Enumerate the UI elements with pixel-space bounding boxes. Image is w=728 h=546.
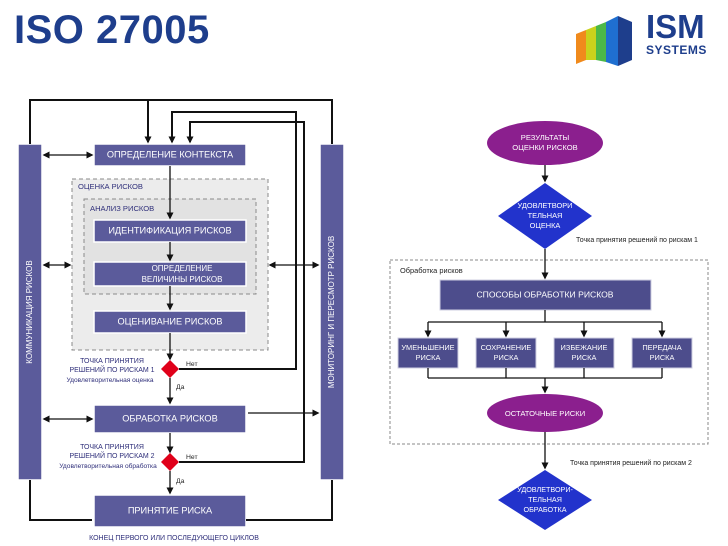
- sat-treatment-label-1: УДОВЛЕТВОРИ-: [517, 485, 573, 494]
- decision-1-label-3: Удовлетворительная оценка: [66, 377, 153, 384]
- treatment-methods-box: [439, 279, 652, 311]
- left-diagram: ОЦЕНКА РИСКОВ АНАЛИЗ РИСКОВ КОММУНИКАЦИЯ…: [17, 99, 345, 542]
- option-reduction-label-2: РИСКА: [416, 353, 441, 362]
- residual-risks-label: ОСТАТОЧНЫЕ РИСКИ: [505, 409, 585, 418]
- risk-acceptance-box: [93, 494, 247, 528]
- decision-1-yes-label: Да: [176, 384, 185, 391]
- logo-systems: SYSTEMS: [646, 43, 707, 57]
- decision-point-1-label: Точка принятия решений по рискам 1: [576, 236, 698, 244]
- decision-2-label-3: Удовлетворительная обработка: [59, 462, 157, 470]
- assessment-results-label-1: РЕЗУЛЬТАТЫ: [521, 133, 570, 142]
- outer-frame-top: [29, 99, 333, 144]
- decision-2-no-label: Нет: [186, 454, 198, 461]
- risk-identification-label: ИДЕНТИФИКАЦИЯ РИСКОВ: [108, 225, 231, 235]
- decision-1-label-1: ТОЧКА ПРИНЯТИЯ: [80, 358, 144, 365]
- decision-1-label-2: РЕШЕНИЙ ПО РИСКАМ 1: [69, 365, 154, 374]
- risk-assessment-label: ОЦЕНКА РИСКОВ: [78, 182, 143, 191]
- sat-assessment-label-2: ТЕЛЬНАЯ: [528, 211, 563, 220]
- satisfactory-treatment-diamond: [498, 470, 592, 530]
- option-avoidance-label-2: РИСКА: [572, 353, 597, 362]
- decision-point-2-diamond: [161, 453, 179, 471]
- cycle-end-label: КОНЕЦ ПЕРВОГО ИЛИ ПОСЛЕДУЮЩЕГО ЦИКЛОВ: [89, 535, 259, 542]
- risk-estimation-box: [93, 261, 247, 287]
- risk-estimation-label-2: ВЕЛИЧИНЫ РИСКОВ: [142, 275, 223, 284]
- satisfactory-assessment-diamond: [498, 183, 592, 249]
- outer-frame-bottom-left: [29, 480, 92, 521]
- risk-evaluation-label: ОЦЕНИВАНИЕ РИСКОВ: [117, 316, 222, 326]
- sat-treatment-label-2: ТЕЛЬНАЯ: [528, 495, 562, 504]
- option-transfer-label-1: ПЕРЕДАЧА: [642, 343, 681, 352]
- decision-1-no-label: Нет: [186, 361, 198, 368]
- decision-point-2-label: Точка принятия решений по рискам 2: [570, 459, 692, 467]
- sat-assessment-label-3: ОЦЕНКА: [530, 221, 561, 230]
- risk-analysis-label: АНАЛИЗ РИСКОВ: [90, 204, 154, 213]
- logo-ism: ISM: [646, 8, 705, 45]
- decision-2-label-1: ТОЧКА ПРИНЯТИЯ: [80, 444, 144, 451]
- slide-title: ISO 27005: [14, 8, 210, 52]
- loop-decision-1-no: [168, 111, 297, 370]
- assessment-results-ellipse: [487, 121, 603, 165]
- option-transfer-label-2: РИСКА: [650, 353, 675, 362]
- risk-treatment-label: ОБРАБОТКА РИСКОВ: [122, 413, 217, 423]
- risk-monitoring-bar: [319, 143, 345, 481]
- option-retention-label-2: РИСКА: [494, 353, 519, 362]
- treatment-region-label: Обработка рисков: [400, 266, 463, 275]
- option-avoidance-label-1: ИЗБЕЖАНИЕ: [561, 343, 608, 352]
- risk-communication-bar: [17, 143, 43, 481]
- risk-estimation-label-1: ОПРЕДЕЛЕНИЕ: [152, 264, 213, 273]
- option-reduction-box: [397, 337, 459, 369]
- treatment-region: [389, 259, 709, 445]
- logo-mark-icon: [576, 16, 632, 66]
- context-establishment-label: ОПРЕДЕЛЕНИЕ КОНТЕКСТА: [107, 149, 234, 159]
- risk-communication-label: КОММУНИКАЦИЯ РИСКОВ: [25, 260, 34, 363]
- risk-acceptance-label: ПРИНЯТИЕ РИСКА: [128, 505, 213, 515]
- treatment-methods-label: СПОСОБЫ ОБРАБОТКИ РИСКОВ: [476, 289, 613, 299]
- outer-frame-bottom-right: [246, 480, 333, 521]
- option-retention-label-1: СОХРАНЕНИЕ: [481, 343, 532, 352]
- logo-wordmark: ISM SYSTEMS: [646, 10, 726, 57]
- decision-2-yes-label: Да: [176, 478, 185, 485]
- option-retention-box: [475, 337, 537, 369]
- risk-monitoring-label: МОНИТОРИНГ И ПЕРЕСМОТР РИСКОВ: [327, 236, 336, 388]
- option-avoidance-box: [553, 337, 615, 369]
- option-transfer-box: [631, 337, 693, 369]
- right-diagram: Обработка рисков РЕЗУЛЬТАТЫ ОЦЕНКИ РИСКО…: [389, 121, 709, 530]
- sat-treatment-label-3: ОБРАБОТКА: [523, 505, 566, 514]
- decision-2-label-2: РЕШЕНИЙ ПО РИСКАМ 2: [69, 451, 154, 460]
- loop-decision-2-no: [179, 121, 305, 463]
- option-reduction-label-1: УМЕНЬШЕНИЕ: [401, 343, 454, 352]
- assessment-results-label-2: ОЦЕНКИ РИСКОВ: [512, 143, 577, 152]
- decision-point-1-diamond: [161, 360, 179, 378]
- residual-risks-ellipse: [487, 394, 603, 432]
- sat-assessment-label-1: УДОВЛЕТВОРИ: [518, 201, 573, 210]
